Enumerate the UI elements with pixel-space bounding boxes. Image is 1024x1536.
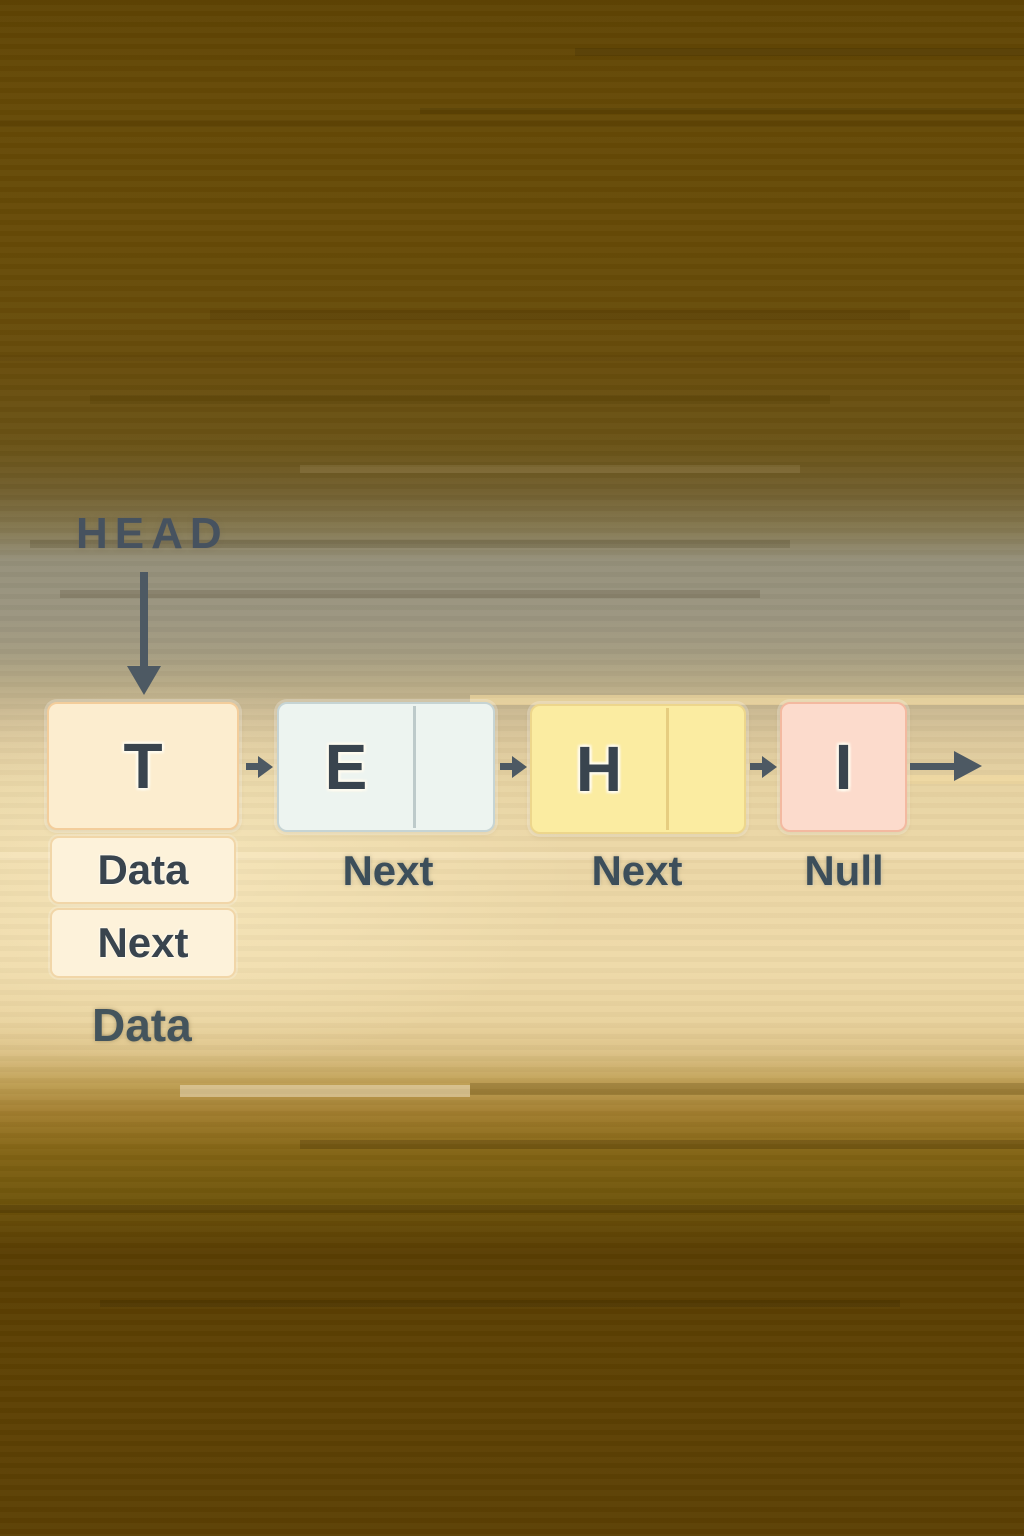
background-streak — [300, 1140, 1024, 1149]
node-h-caption: Next — [591, 847, 683, 894]
link-arrow-shaft — [500, 763, 513, 770]
node-letter: E — [324, 731, 368, 803]
link-arrow-shaft — [750, 763, 763, 770]
node-e-caption: Next — [342, 847, 434, 894]
list-node-e: E — [277, 702, 495, 832]
background-streak — [420, 108, 1024, 114]
footer-data-label: Data — [92, 999, 192, 1051]
link-arrow-right-icon — [258, 756, 273, 778]
background-streak — [0, 1205, 1024, 1213]
background-streak — [470, 1083, 1024, 1095]
link-arrow-right-icon — [762, 756, 777, 778]
node-cell-divider — [413, 706, 416, 828]
background-streak — [300, 465, 800, 473]
node-letter: T — [123, 730, 163, 802]
node-letter: H — [575, 733, 623, 805]
list-node-t: T — [47, 702, 239, 830]
head-arrow-shaft — [140, 572, 148, 668]
background-streak — [210, 310, 910, 320]
head-arrow-down-icon — [127, 666, 161, 695]
background-streak — [575, 48, 1024, 56]
background-streak — [180, 1085, 470, 1097]
node-letter: I — [834, 731, 853, 803]
background-streak — [100, 1300, 900, 1307]
head-pointer-label: HEAD — [76, 509, 229, 558]
node-t-next-cell: Next — [50, 908, 236, 978]
node-i-caption: Null — [804, 847, 884, 894]
list-node-h: H — [530, 704, 746, 834]
list-node-i: I — [780, 702, 907, 832]
background-streak — [90, 395, 830, 404]
link-arrow-shaft — [246, 763, 259, 770]
tail-arrow-right-icon — [954, 751, 982, 781]
node-t-data-cell: Data — [50, 836, 236, 904]
background-streak — [0, 120, 1024, 127]
link-arrow-right-icon — [512, 756, 527, 778]
tail-arrow-shaft — [910, 763, 956, 770]
background-streak — [60, 590, 760, 598]
background-streak — [0, 355, 1024, 361]
node-cell-divider — [666, 708, 669, 830]
